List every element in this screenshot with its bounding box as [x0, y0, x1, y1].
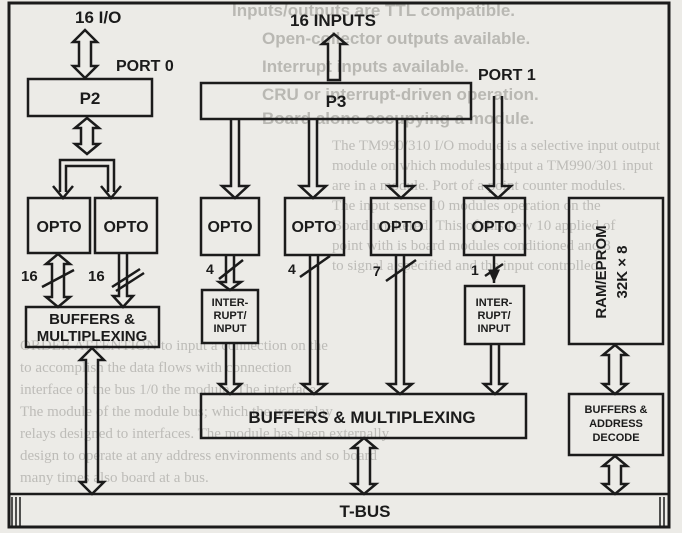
buffers-mux-main-label: BUFFERS & MULTIPLEXING [248, 408, 475, 427]
interrupt-label-line2: RUPT/ [478, 310, 511, 322]
opto-box-4 [283, 196, 346, 257]
addr-decode-line3: DECODE [592, 432, 639, 444]
bus-width-label: 7 [373, 263, 381, 279]
p3-box [199, 81, 473, 121]
ram-label-line1: RAM/EPROM [593, 225, 610, 318]
interrupt-label-line3: INPUT [214, 323, 247, 335]
p2-box [26, 77, 154, 118]
address-decode-box [567, 392, 665, 457]
svg-text:Interrupt inputs available.: Interrupt inputs available. [262, 57, 469, 76]
addr-decode-line1: BUFFERS & [585, 404, 648, 416]
buffers-mux-left-line2: MULTIPLEXING [37, 328, 148, 345]
bus-width-label: 4 [288, 261, 296, 277]
bleed-through-text: Inputs/outputs are TTL compatible. Open-… [20, 1, 661, 486]
interrupt-label-line2: RUPT/ [214, 310, 247, 322]
p3-label: P3 [326, 92, 347, 111]
port1-label: PORT 1 [478, 67, 536, 84]
inputs-label: 16 INPUTS [290, 11, 376, 30]
bus-width-label: 16 [21, 268, 38, 285]
interrupt-label-line3: INPUT [478, 323, 511, 335]
ram-eprom-box [567, 196, 665, 346]
svg-text:are in a module. Port of a poi: are in a module. Port of a point counter… [332, 178, 626, 194]
svg-text:The input sense 10 modules ope: The input sense 10 modules operation on … [332, 198, 601, 214]
opto-label: OPTO [207, 219, 252, 236]
bus-width-label: 1 [471, 262, 479, 278]
opto-label: OPTO [103, 219, 148, 236]
io-port0-arrow [69, 28, 101, 80]
t-bus-label: T-BUS [340, 502, 391, 521]
port0-label: PORT 0 [116, 58, 174, 75]
outer-frame [7, 1, 671, 529]
svg-text:CRU or interrupt-driven operat: CRU or interrupt-driven operation. [262, 85, 539, 104]
main-bus-arrow [348, 436, 380, 496]
bus-width-label: 16 [88, 268, 105, 285]
opto-box-2 [93, 196, 159, 255]
svg-text:to signal a specified and the: to signal a specified and the input cont… [332, 258, 602, 274]
t-bus-edge-connector [11, 497, 665, 527]
opto-box-1 [26, 196, 92, 255]
svg-text:Open-collector outputs availab: Open-collector outputs available. [262, 29, 530, 48]
addr-decode-line2: ADDRESS [589, 418, 643, 430]
interrupt-box-2 [463, 284, 526, 346]
svg-text:many times also board at a bu: many times also board at a bus. [20, 470, 209, 486]
svg-text:point with is board modules co: point with is board modules conditioned … [332, 238, 611, 254]
opto-label: OPTO [378, 219, 423, 236]
svg-text:design to operate at any addre: design to operate at any address environ… [20, 448, 377, 464]
svg-text:interface of the bus 1/0 the m: interface of the bus 1/0 the module. The… [20, 382, 316, 398]
opto-box-3 [199, 196, 261, 257]
opto-label: OPTO [471, 219, 516, 236]
opto-label: OPTO [36, 219, 81, 236]
buffers-mux-left-line1: BUFFERS & [49, 311, 135, 328]
ram-label-line2: 32K × 8 [614, 246, 631, 299]
p2-split-arrow [71, 116, 103, 156]
inputs-arrow [318, 32, 350, 82]
interrupt-label-line1: INTER- [212, 297, 249, 309]
opto-label: OPTO [291, 219, 336, 236]
svg-text:Board unaltered. This of this: Board unaltered. This of this new 10 app… [332, 218, 615, 234]
svg-text:to accomplish the data flows w: to accomplish the data flows with connec… [20, 360, 292, 376]
svg-text:The TM990/310 I/O module is a: The TM990/310 I/O module is a selective … [332, 138, 661, 154]
svg-text:Inputs/outputs are TTL compati: Inputs/outputs are TTL compatible. [232, 1, 515, 20]
interrupt-box-1 [200, 288, 260, 345]
opto-box-5 [369, 196, 433, 257]
interrupt-label-line1: INTER- [476, 297, 513, 309]
p2-label: P2 [80, 89, 101, 108]
bus-width-label: 4 [206, 261, 214, 277]
svg-text:relays designed to interfaces.: relays designed to interfaces. The modul… [20, 426, 390, 442]
opto-box-6 [462, 196, 527, 257]
io-label: 16 I/O [75, 8, 121, 27]
